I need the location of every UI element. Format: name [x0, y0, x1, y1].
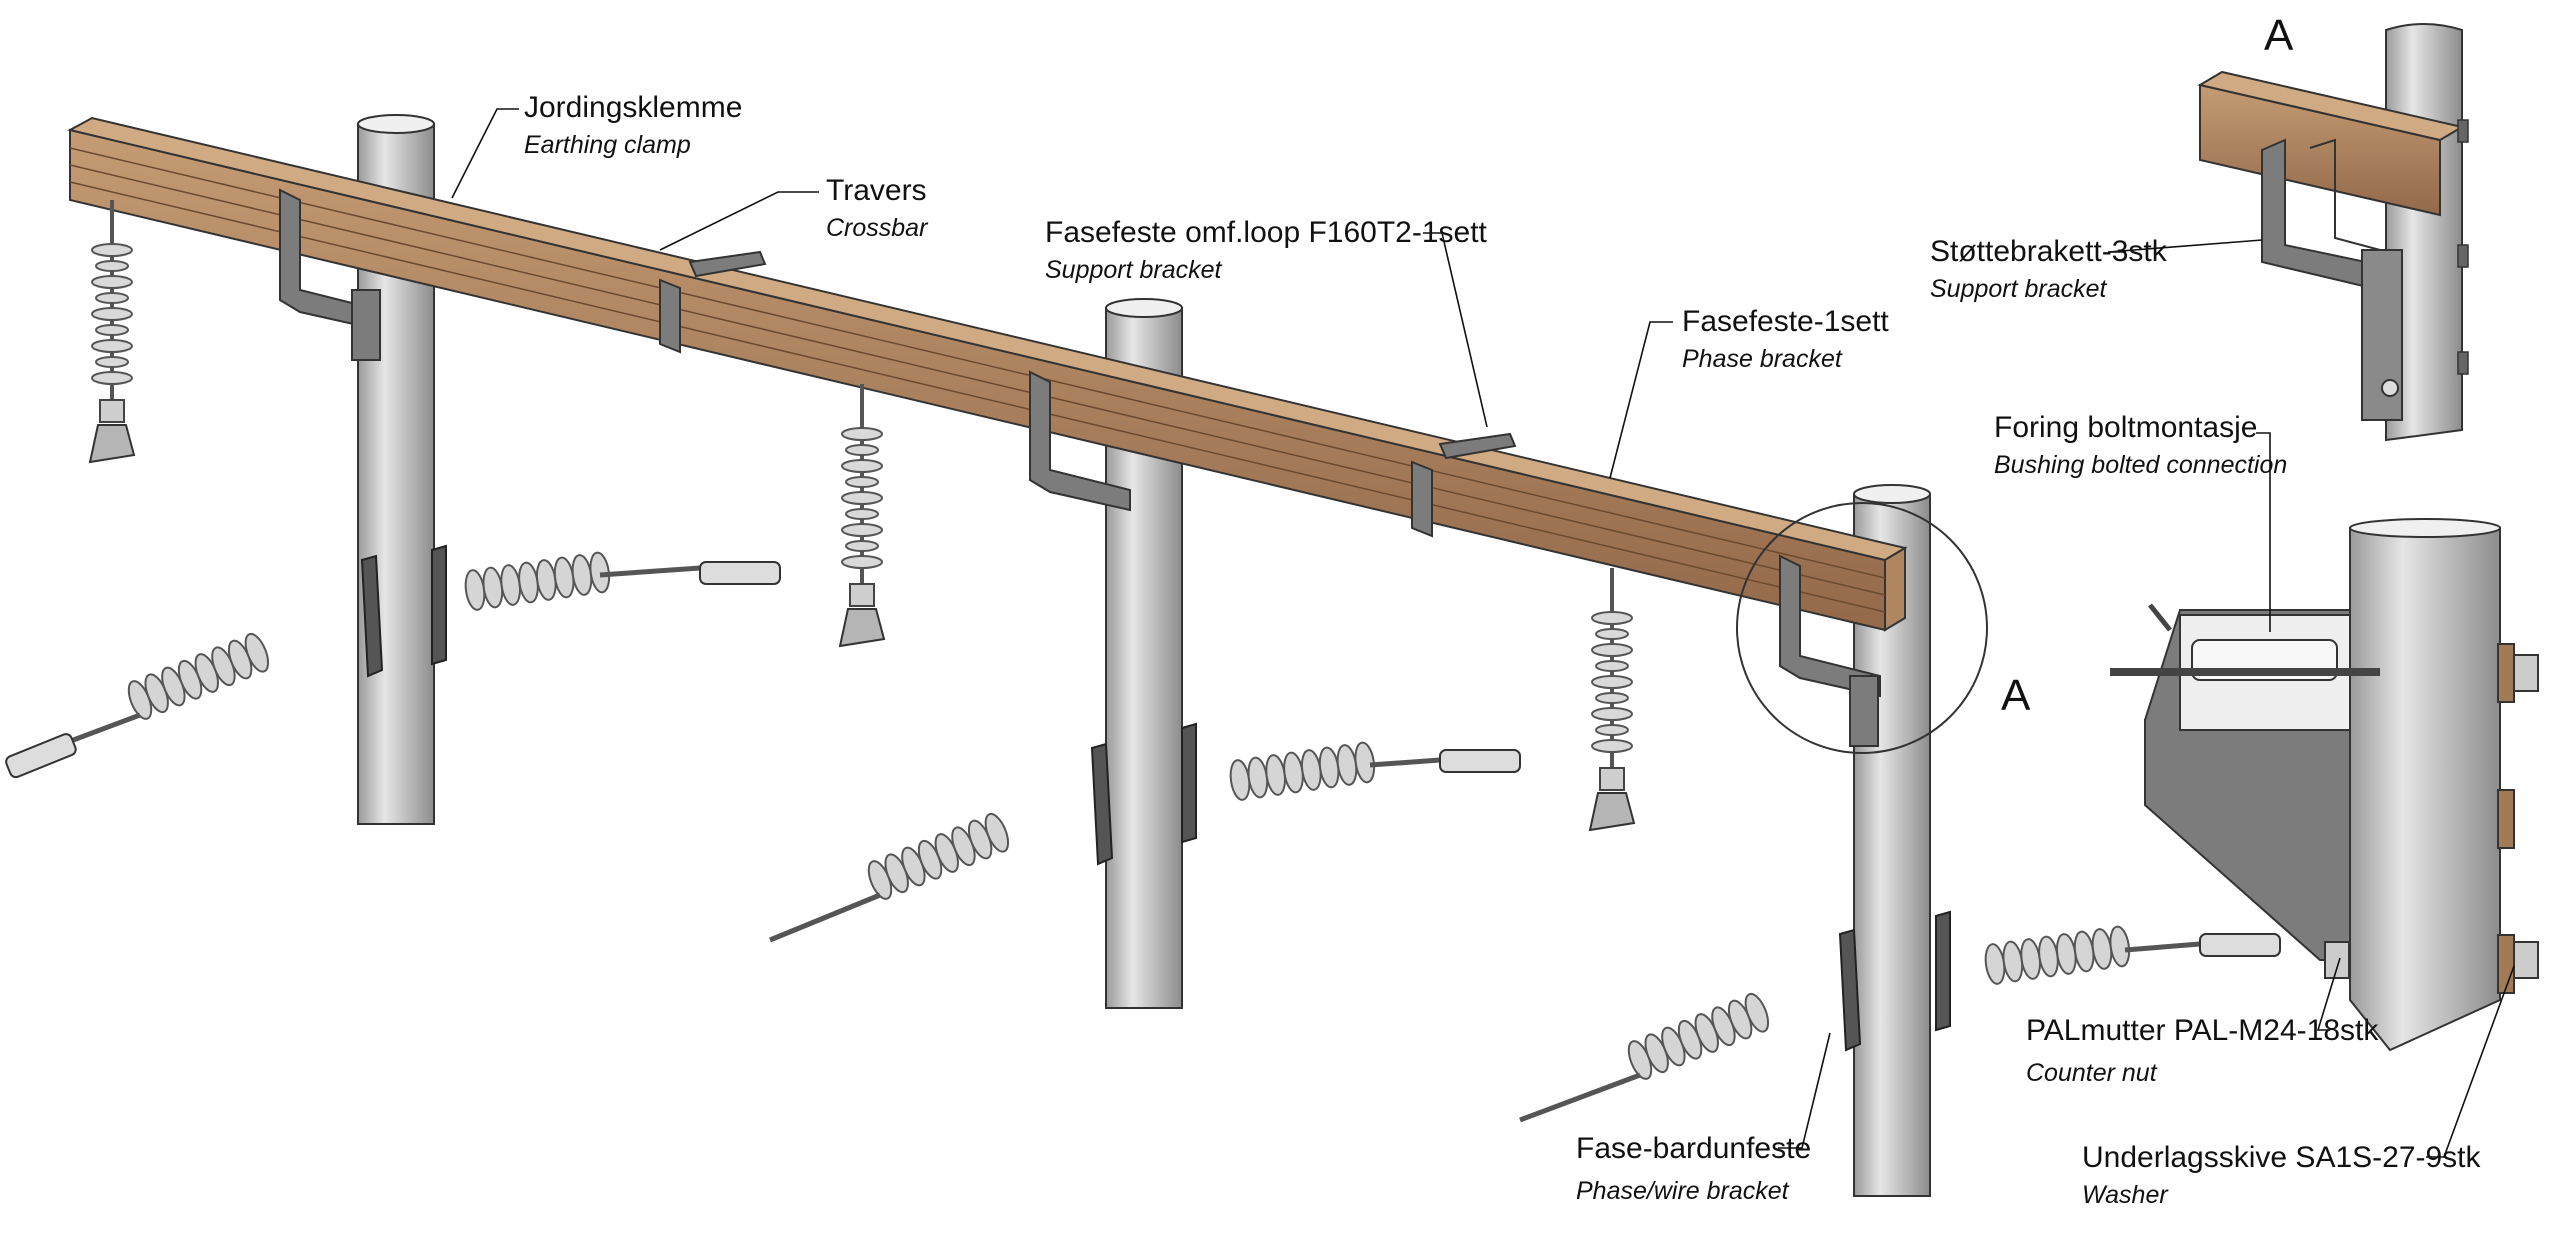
sublabel-crossbar: Crossbar	[826, 214, 929, 242]
bracket-clamps	[279, 188, 1881, 747]
sublabel-phase-bracket: Phase bracket	[1682, 345, 1843, 373]
sublabel-earthing-clamp: Earthing clamp	[524, 131, 691, 159]
callout-fasefeste-loop: Fasefeste omf.loop F160T2-1sett Support …	[1045, 216, 1488, 284]
callout-underlagsskive: Underlagsskive SA1S-27-9stk Washer	[2082, 1141, 2482, 1209]
label-wire-bracket: Fase-bardunfeste	[1576, 1132, 1811, 1165]
callout-fase-bardunfeste: Fase-bardunfeste Phase/wire bracket	[1576, 1132, 1811, 1205]
label-bushing: Foring boltmontasje	[1994, 411, 2257, 444]
detail-circle-a	[1736, 502, 1988, 754]
callout-fasefeste: Fasefeste-1sett Phase bracket	[1682, 305, 1889, 373]
label-counter-nut: PALmutter PAL-M24-18stk	[2026, 1014, 2379, 1047]
strain-assemblies	[5, 544, 2281, 1123]
bushing-detail-view	[2110, 518, 2539, 1052]
detail-marker-a-top: A	[2264, 11, 2294, 60]
label-washer: Underlagsskive SA1S-27-9stk	[2082, 1141, 2482, 1174]
detail-marker-a-main: A	[2001, 671, 2031, 720]
callout-jordingsklemme: Jordingsklemme Earthing clamp	[524, 91, 742, 159]
sublabel-wire-bracket: Phase/wire bracket	[1576, 1177, 1790, 1205]
crossbar-beam	[67, 116, 1908, 632]
label-loop-bracket: Fasefeste omf.loop F160T2-1sett	[1045, 216, 1488, 249]
callout-palmutter: PALmutter PAL-M24-18stk Counter nut	[2026, 1014, 2379, 1087]
sublabel-washer: Washer	[2082, 1181, 2169, 1209]
sublabel-loop-bracket: Support bracket	[1045, 256, 1223, 284]
main-view	[5, 114, 2281, 1197]
sublabel-counter-nut: Counter nut	[2026, 1059, 2158, 1087]
callout-travers: Travers Crossbar	[826, 174, 929, 242]
leader-lines	[451, 108, 2515, 1158]
label-phase-bracket: Fasefeste-1sett	[1682, 305, 1889, 338]
label-crossbar: Travers	[826, 174, 927, 207]
label-support-bracket: Støttebrakett-3stk	[1930, 235, 2168, 268]
detail-view-a	[2197, 23, 2469, 442]
label-earthing-clamp: Jordingsklemme	[524, 91, 742, 124]
callout-stottebrakett: Støttebrakett-3stk Support bracket	[1930, 235, 2168, 303]
sublabel-support-bracket: Support bracket	[1930, 275, 2108, 303]
sublabel-bushing: Bushing bolted connection	[1994, 451, 2287, 479]
callout-foring: Foring boltmontasje Bushing bolted conne…	[1994, 411, 2287, 479]
